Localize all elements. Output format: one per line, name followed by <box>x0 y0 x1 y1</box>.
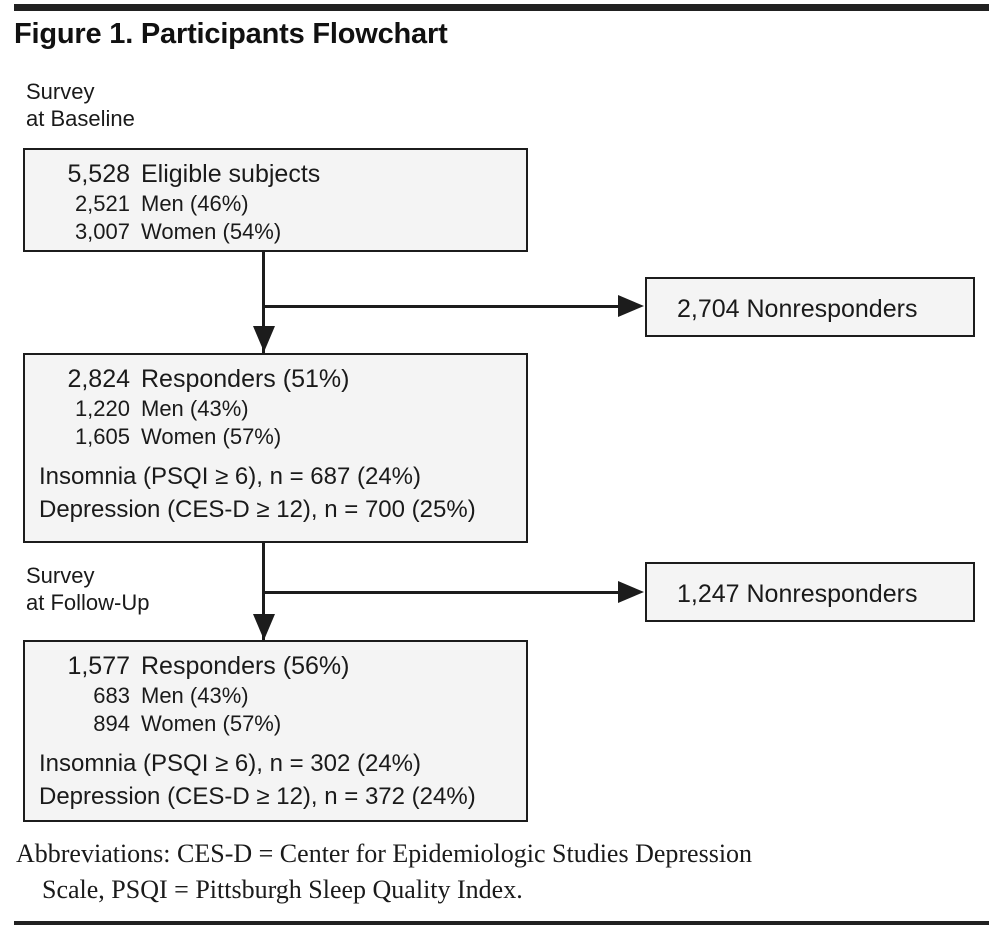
footnote-line-1: Abbreviations: CES-D = Center for Epidem… <box>16 839 753 868</box>
eligible-headline-row: 5,528 Eligible subjects <box>38 159 526 190</box>
box-responders-followup: 1,577 Responders (56%) 683 Men (43%) 894… <box>23 640 528 822</box>
nonresponders-followup-label: 1,247 Nonresponders <box>677 580 918 608</box>
box-eligible-subjects: 5,528 Eligible subjects 2,521 Men (46%) … <box>23 148 528 252</box>
responders-baseline-women-row: 1,605 Women (57%) <box>38 423 526 451</box>
responders-baseline-headline-row: 2,824 Responders (51%) <box>38 364 526 395</box>
eligible-headline-count: 5,528 <box>67 160 130 188</box>
box-responders-baseline: 2,824 Responders (51%) 1,220 Men (43%) 1… <box>23 353 528 543</box>
responders-followup-count: 1,577 <box>67 652 130 680</box>
eligible-men-row: 2,521 Men (46%) <box>38 190 526 218</box>
arrowhead-down-to-responders-baseline <box>253 326 275 352</box>
responders-baseline-label: Responders (51%) <box>141 365 350 393</box>
responders-baseline-men-label: Men (43%) <box>141 396 249 421</box>
responders-followup-stats: Insomnia (PSQI ≥ 6), n = 302 (24%) Depre… <box>38 747 526 813</box>
responders-followup-insomnia: Insomnia (PSQI ≥ 6), n = 302 (24%) <box>39 750 422 777</box>
eligible-men-label: Men (46%) <box>141 191 249 216</box>
figure-title: Figure 1. Participants Flowchart <box>14 18 448 50</box>
responders-baseline-depression: Depression (CES-D ≥ 12), n = 700 (25%) <box>39 496 476 523</box>
stage-label-followup-line2: at Follow-Up <box>26 590 150 615</box>
eligible-women-label: Women (54%) <box>141 219 282 244</box>
responders-followup-women-label: Women (57%) <box>141 711 282 736</box>
responders-baseline-stats: Insomnia (PSQI ≥ 6), n = 687 (24%) Depre… <box>38 460 526 526</box>
responders-baseline-count: 2,824 <box>67 365 130 393</box>
box-nonresponders-followup: 1,247 Nonresponders <box>645 562 975 622</box>
responders-followup-men-label: Men (43%) <box>141 683 249 708</box>
responders-followup-headline-row: 1,577 Responders (56%) <box>38 651 526 682</box>
bottom-divider-rule <box>14 921 989 925</box>
eligible-headline-label: Eligible subjects <box>141 160 321 188</box>
stage-label-followup-line1: Survey <box>26 563 95 588</box>
eligible-women-count: 3,007 <box>74 219 130 244</box>
stage-label-baseline: Survey at Baseline <box>26 78 135 132</box>
connector-horizontal-nonresponders-followup <box>262 591 619 594</box>
eligible-men-count: 2,521 <box>74 191 130 216</box>
responders-followup-label: Responders (56%) <box>141 652 350 680</box>
responders-followup-men-count: 683 <box>93 683 130 708</box>
eligible-women-row: 3,007 Women (54%) <box>38 218 526 246</box>
box-nonresponders-baseline: 2,704 Nonresponders <box>645 277 975 337</box>
stage-label-baseline-line2: at Baseline <box>26 106 135 131</box>
top-divider-rule <box>14 4 989 11</box>
responders-baseline-men-count: 1,220 <box>74 396 130 421</box>
arrowhead-right-to-nonresponders-followup <box>618 581 644 603</box>
arrowhead-right-to-nonresponders-baseline <box>618 295 644 317</box>
box-eligible-content: 5,528 Eligible subjects 2,521 Men (46%) … <box>25 150 526 246</box>
responders-followup-women-count: 894 <box>93 711 130 736</box>
responders-baseline-women-count: 1,605 <box>74 424 130 449</box>
responders-followup-women-row: 894 Women (57%) <box>38 710 526 738</box>
box-responders-baseline-content: 2,824 Responders (51%) 1,220 Men (43%) 1… <box>25 355 526 526</box>
nonresponders-baseline-label: 2,704 Nonresponders <box>677 295 918 323</box>
stage-label-followup: Survey at Follow-Up <box>26 562 149 616</box>
responders-followup-men-row: 683 Men (43%) <box>38 682 526 710</box>
stage-label-baseline-line1: Survey <box>26 79 95 104</box>
connector-vertical-baseline <box>262 252 265 354</box>
footnote-line-2: Scale, PSQI = Pittsburgh Sleep Quality I… <box>42 875 523 904</box>
arrowhead-down-to-responders-followup <box>253 614 275 640</box>
responders-baseline-insomnia: Insomnia (PSQI ≥ 6), n = 687 (24%) <box>39 463 422 490</box>
connector-horizontal-nonresponders-baseline <box>262 305 619 308</box>
box-responders-followup-content: 1,577 Responders (56%) 683 Men (43%) 894… <box>25 642 526 813</box>
responders-baseline-men-row: 1,220 Men (43%) <box>38 395 526 423</box>
responders-baseline-women-label: Women (57%) <box>141 424 282 449</box>
abbreviations-footnote: Abbreviations: CES-D = Center for Epidem… <box>16 836 976 908</box>
responders-followup-depression: Depression (CES-D ≥ 12), n = 372 (24%) <box>39 783 476 810</box>
